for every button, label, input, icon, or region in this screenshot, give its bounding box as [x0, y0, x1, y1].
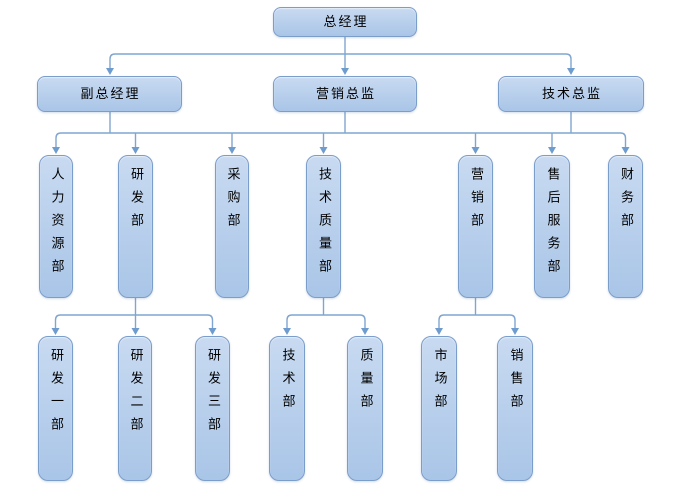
node-label: 总经理	[323, 14, 369, 30]
node-finance-department: 财务部	[608, 155, 643, 298]
arrowhead-down	[51, 328, 60, 335]
node-label: 营销总监	[315, 86, 376, 102]
node-after-sales-department: 售后服务部	[534, 155, 570, 298]
connector-marketing-children	[435, 298, 519, 335]
arrowhead-down	[319, 147, 328, 154]
arrowhead-down	[52, 147, 60, 154]
node-deputy-general-manager: 副总经理	[37, 76, 182, 112]
node-label: 售后服务部	[544, 167, 560, 282]
node-market-department: 市场部	[421, 336, 457, 481]
node-label: 研发三部	[205, 348, 220, 440]
arrowhead-down	[548, 147, 556, 154]
node-label: 市场部	[431, 348, 447, 417]
node-label: 营销部	[468, 167, 483, 236]
arrowhead-down	[435, 328, 443, 335]
node-technical-director: 技术总监	[498, 76, 644, 112]
node-quality-department: 质量部	[347, 336, 383, 481]
node-label: 研发一部	[48, 348, 63, 440]
node-tech-quality-department: 技术质量部	[306, 155, 341, 298]
connector-rd-children	[51, 298, 217, 335]
arrowhead-down	[511, 328, 519, 335]
node-label: 人力资源部	[48, 167, 64, 282]
arrowhead-down	[361, 328, 369, 335]
node-marketing-department: 营销部	[458, 155, 493, 298]
node-general-manager: 总经理	[273, 7, 417, 37]
node-label: 质量部	[357, 348, 373, 417]
node-label: 技术总监	[541, 86, 602, 102]
arrowhead-down	[208, 328, 217, 335]
node-label: 副总经理	[80, 86, 141, 102]
node-rd-department: 研发部	[118, 155, 153, 298]
arrowhead-down	[131, 147, 140, 154]
node-purchasing-department: 采购部	[215, 155, 249, 298]
arrowhead-down	[341, 68, 349, 75]
connector-l2-l3	[52, 112, 630, 154]
node-label: 研发二部	[127, 348, 143, 440]
node-label: 技术质量部	[316, 167, 331, 282]
connector-l1-l2	[106, 37, 575, 75]
arrowhead-down	[471, 147, 480, 154]
node-label: 技术部	[279, 348, 295, 417]
node-label: 研发部	[128, 167, 143, 236]
arrowhead-down	[131, 328, 140, 335]
arrowhead-down	[567, 68, 575, 75]
node-rd-dept-3: 研发三部	[195, 336, 230, 481]
arrowhead-down	[283, 328, 291, 335]
node-marketing-director: 营销总监	[273, 76, 417, 112]
node-hr-department: 人力资源部	[39, 155, 73, 298]
node-technical-department: 技术部	[269, 336, 305, 481]
node-label: 采购部	[224, 167, 240, 236]
node-sales-department: 销售部	[497, 336, 533, 481]
arrowhead-down	[228, 147, 236, 154]
connector-techquality-children	[283, 298, 369, 335]
arrowhead-down	[621, 147, 630, 154]
node-label: 销售部	[507, 348, 523, 417]
node-rd-dept-1: 研发一部	[38, 336, 73, 481]
arrowhead-down	[106, 68, 114, 75]
node-label: 财务部	[618, 167, 633, 236]
node-rd-dept-2: 研发二部	[118, 336, 152, 481]
